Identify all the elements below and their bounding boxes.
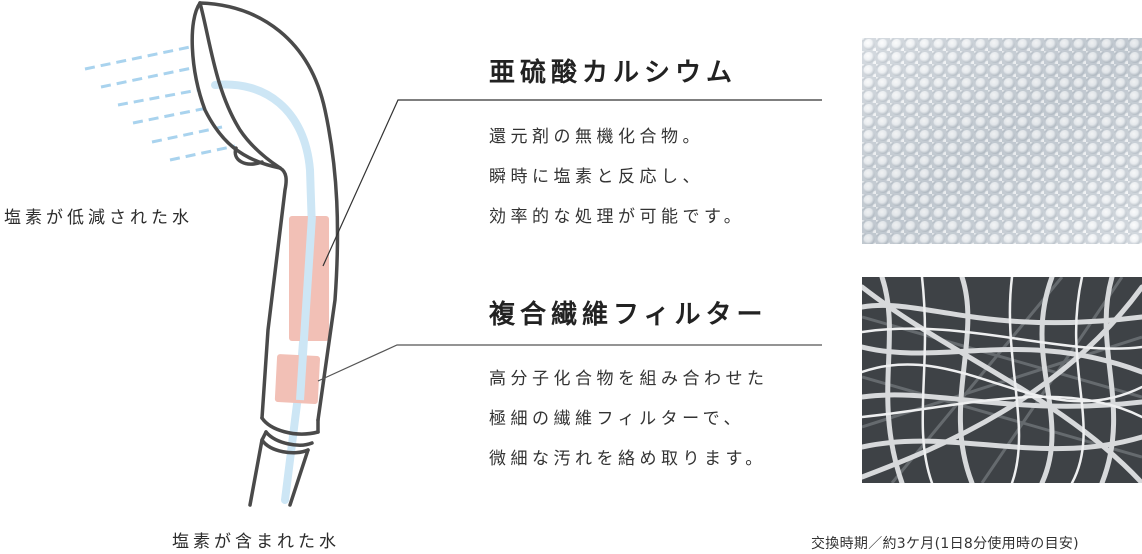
section-heading-composite-fiber: 複合繊維フィルター [489, 300, 768, 330]
body-line: 高分子化合物を組み合わせた [489, 369, 769, 389]
section-body-calcium-sulfite: 還元剤の無機化合物。 瞬時に塩素と反応し、 効率的な処理が可能です。 [489, 117, 745, 237]
output-water-label: 塩素が低減された水 [4, 208, 193, 228]
body-line: 効率的な処理が可能です。 [489, 207, 746, 227]
body-line: 還元剤の無機化合物。 [489, 127, 704, 147]
leader-lines [317, 99, 822, 382]
replacement-interval-note: 交換時期／約3ケ月(1日8分使用時の目安) [811, 536, 1079, 552]
water-spray-icon [84, 45, 236, 162]
body-line: 微細な汚れを絡め取ります。 [489, 449, 767, 469]
composite-fiber-micrograph [862, 277, 1142, 483]
section-body-composite-fiber: 高分子化合物を組み合わせた 極細の繊維フィルターで、 微細な汚れを絡め取ります。 [489, 359, 769, 479]
section-heading-calcium-sulfite: 亜硫酸カルシウム [489, 58, 738, 88]
body-line: 瞬時に塩素と反応し、 [489, 167, 704, 187]
water-path [211, 80, 317, 504]
shower-outline [190, 1, 340, 507]
input-water-label: 塩素が含まれた水 [172, 532, 340, 552]
body-line: 極細の繊維フィルターで、 [489, 409, 745, 429]
calcium-sulfite-granules-photo [862, 38, 1142, 244]
